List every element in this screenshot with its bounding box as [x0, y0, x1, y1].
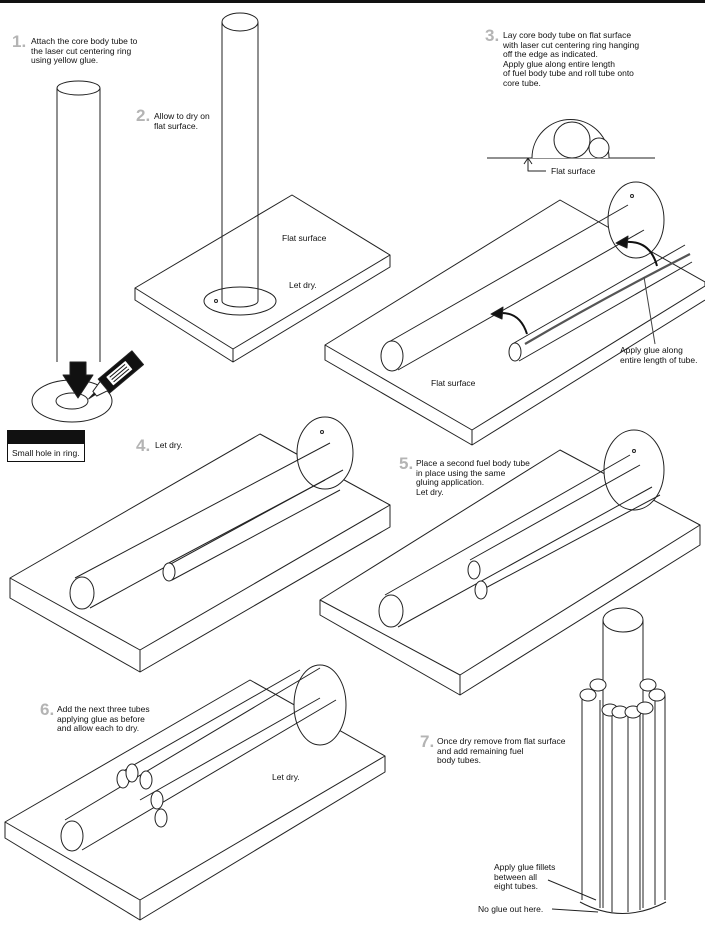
let-dry-label-step6: Let dry.	[272, 772, 300, 782]
step-text-5: Place a second fuel body tube in place u…	[416, 458, 530, 497]
step-number-1: 1.	[12, 32, 27, 51]
step1-illustration	[31, 80, 144, 423]
no-glue-label: No glue out here.	[478, 904, 544, 914]
apply-glue-fillets-label: Apply glue fillets between all eight tub…	[494, 862, 556, 891]
step5-illustration	[319, 429, 701, 696]
step-text-7: Once dry remove from flat surface and ad…	[437, 736, 566, 765]
step6-illustration	[4, 664, 386, 921]
step-number-2: 2.	[136, 106, 151, 125]
flat-surface-label-detail: Flat surface	[551, 166, 596, 176]
step-text-4: Let dry.	[155, 440, 183, 450]
step4-illustration	[9, 416, 391, 673]
step3-detail-illustration	[487, 119, 655, 172]
step-number-3: 3.	[485, 26, 500, 45]
flat-surface-label-step3: Flat surface	[431, 378, 476, 388]
step7-illustration	[547, 607, 667, 914]
step-text-6: Add the next three tubes applying glue a…	[57, 704, 150, 733]
let-dry-label-step2: Let dry.	[289, 280, 317, 290]
apply-glue-length-label: Apply glue along entire length of tube.	[620, 345, 698, 365]
flat-surface-label-step2: Flat surface	[282, 233, 327, 243]
small-hole-caption: Small hole in ring.	[7, 443, 85, 462]
step-number-5: 5.	[399, 454, 414, 473]
black-label-bar	[7, 430, 85, 443]
step-number-7: 7.	[420, 732, 435, 751]
step2-illustration	[134, 12, 391, 363]
step-text-3: Lay core body tube on flat surface with …	[503, 30, 640, 88]
top-border	[0, 0, 705, 3]
step-number-4: 4.	[136, 436, 151, 455]
step-number-6: 6.	[40, 700, 55, 719]
step-text-2: Allow to dry on flat surface.	[154, 111, 210, 131]
step3-illustration	[324, 181, 705, 446]
step-text-1: Attach the core body tube to the laser c…	[31, 36, 138, 65]
